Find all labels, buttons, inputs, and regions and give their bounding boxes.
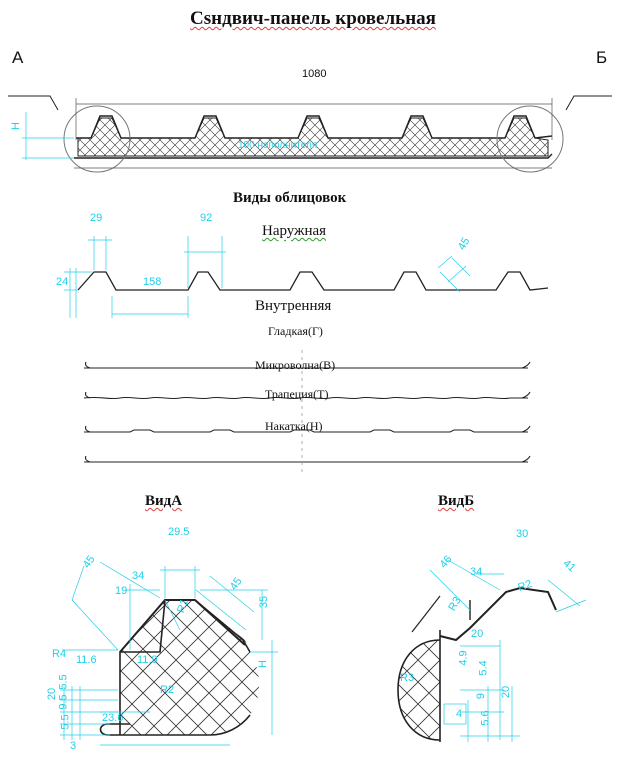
view-b-dim-30: 30	[516, 528, 529, 540]
view-b-dim-20b: 20	[500, 685, 513, 699]
label-a: А	[12, 48, 24, 67]
view-a-dim-r4: R4	[52, 648, 67, 660]
detail-circle-a	[63, 105, 131, 173]
view-a-dim-r2: R2	[160, 684, 175, 696]
view-a-dim-20: 20	[46, 687, 59, 701]
outer-profile	[64, 236, 549, 318]
view-a-dim-9-5: 9.5	[57, 694, 70, 710]
view-b-drawing	[397, 559, 587, 742]
view-a-dim-11-9: 11.9	[137, 654, 158, 666]
view-a-title: ВидА	[145, 493, 183, 509]
view-a-dim-35: 35	[258, 595, 271, 609]
view-b-dim-4: 4	[456, 708, 463, 720]
facings-heading: Виды облицовок	[233, 190, 347, 206]
view-b-dim-r3b: R3	[400, 672, 415, 684]
inner-facing-title: Внутренняя	[255, 298, 332, 314]
detail-circle-b	[496, 105, 564, 173]
panel-section	[8, 95, 612, 173]
view-a-dim-5-5a: 5.5	[57, 674, 70, 690]
outer-dim-24: 24	[56, 276, 69, 288]
break-line-left	[8, 95, 59, 111]
width-dimension: 1080	[302, 68, 327, 80]
outer-facing-title: Наружная	[262, 223, 327, 239]
facing-trapezoid: Трапеция(Т)	[265, 387, 329, 401]
view-b-dim-9: 9	[475, 692, 488, 700]
inner-facings	[83, 350, 531, 472]
view-b-dim-5-6: 5.6	[479, 710, 492, 726]
view-a-dim-h: H	[256, 660, 269, 668]
outer-dim-158: 158	[143, 276, 162, 288]
facing-rolled: Накатка(Н)	[265, 419, 323, 433]
facing-smooth: Гладкая(Г)	[268, 324, 323, 338]
view-a-dim-23-6: 23.6	[102, 712, 124, 724]
view-b-dim-4-9: 4.9	[457, 650, 470, 666]
h-dim-label: H	[9, 122, 22, 130]
outer-dim-92: 92	[200, 212, 213, 224]
view-a-dim-11-6: 11.6	[76, 654, 97, 666]
view-a-dim-34: 34	[132, 570, 145, 582]
view-b-title: ВидБ	[438, 493, 475, 509]
top-sheet	[76, 115, 553, 139]
core-label: 100 наполнителя	[238, 140, 318, 151]
break-line-right	[565, 95, 612, 111]
facing-microwave: Микроволна(В)	[255, 358, 336, 372]
view-b-dim-5-4: 5.4	[477, 660, 490, 676]
view-a-dim-29-5: 29.5	[168, 526, 190, 538]
view-b-dim-34: 34	[470, 566, 483, 578]
page-title: Сsндвич-панель кровельная	[190, 8, 436, 29]
view-a-dim-19: 19	[115, 585, 128, 597]
outer-dim-29: 29	[90, 212, 103, 224]
view-a-dim-3: 3	[70, 740, 77, 752]
label-b: Б	[596, 48, 608, 67]
view-a-drawing	[60, 561, 278, 746]
view-a-dim-5-5b: 5.5	[59, 714, 72, 730]
bottom-sheet	[74, 153, 553, 159]
view-b-dim-20a: 20	[471, 628, 484, 640]
